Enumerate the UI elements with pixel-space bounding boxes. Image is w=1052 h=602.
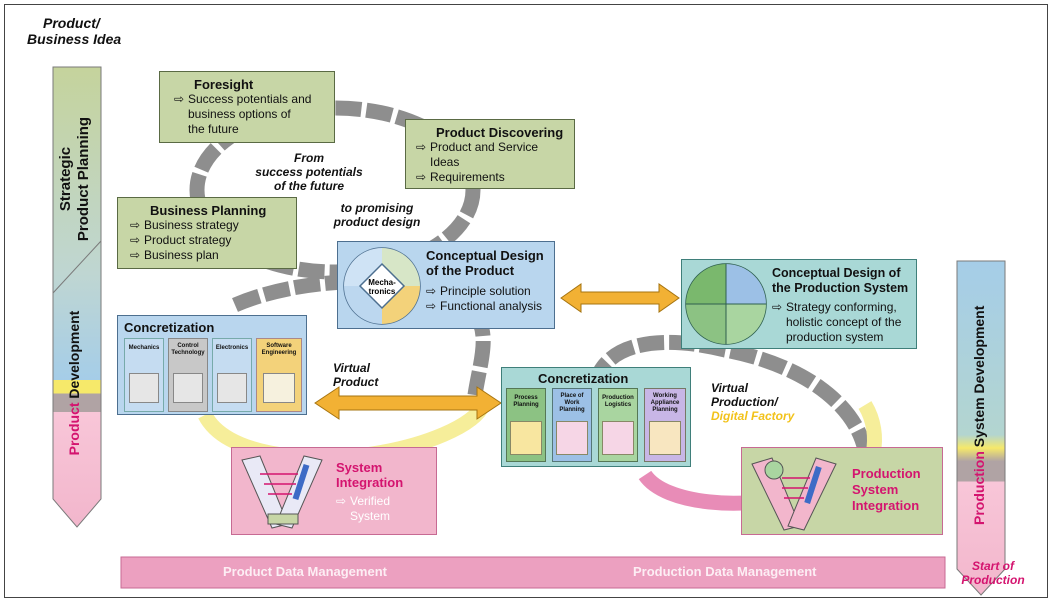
system-integration-title: System Integration bbox=[336, 460, 404, 490]
concretization-control-column: Control Technology bbox=[168, 338, 208, 412]
arrow-icon: ⇨ bbox=[426, 284, 437, 298]
production-cycle-grey bbox=[587, 334, 873, 452]
data-management-bar bbox=[120, 556, 946, 589]
concretization-product-box: Concretization Mechanics Control Technol… bbox=[117, 315, 307, 415]
arrow-icon: ⇨ bbox=[336, 494, 347, 508]
right-phase-chevron bbox=[956, 260, 1006, 596]
double-arrow-conceptual bbox=[560, 283, 680, 313]
digital-factory-label: Digital Factory bbox=[711, 409, 795, 423]
system-integration-items: ⇨Verified System bbox=[336, 494, 391, 523]
planning-cycle bbox=[189, 100, 481, 280]
production-system-integration-title: Production System Integration bbox=[852, 466, 921, 513]
electronics-chip-icon bbox=[217, 373, 247, 403]
concretization-mechanics-column: Mechanics bbox=[124, 338, 164, 412]
arrow-icon: ⇨ bbox=[772, 300, 783, 314]
concretization-software-column: Software Engineering bbox=[256, 338, 302, 412]
mechanics-part-icon bbox=[129, 373, 159, 403]
arrow-icon: ⇨ bbox=[426, 299, 437, 313]
arrow-icon: ⇨ bbox=[130, 233, 141, 247]
business-planning-box: Business Planning ⇨Business strategy ⇨Pr… bbox=[117, 197, 297, 269]
production-logistics-icon bbox=[602, 421, 634, 455]
product-development-label: Product Development bbox=[66, 310, 82, 456]
mechatronics-diamond-icon bbox=[343, 247, 421, 325]
production-system-development-label: Production System Development bbox=[971, 305, 987, 525]
product-data-management-label: Product Data Management bbox=[223, 564, 387, 579]
arrow-icon: ⇨ bbox=[416, 170, 427, 184]
concretization-production-title: Concretization bbox=[538, 371, 629, 386]
business-planning-title: Business Planning bbox=[150, 203, 267, 218]
conceptual-design-production-box: Conceptual Design of the Production Syst… bbox=[681, 259, 917, 349]
virtual-production-label: Virtual Production/ Digital Factory bbox=[711, 381, 795, 423]
system-integration-box: System Integration ⇨Verified System bbox=[231, 447, 437, 535]
arrow-icon: ⇨ bbox=[174, 92, 185, 106]
virtual-product-label: Virtual Product bbox=[333, 361, 379, 389]
product-business-idea-label: Product/ Business Idea bbox=[27, 15, 122, 47]
diagram-frame: Product/ Business Idea Strategic Product… bbox=[4, 4, 1048, 598]
production-data-management-label: Production Data Management bbox=[633, 564, 817, 579]
conceptual-design-production-title: Conceptual Design of the Production Syst… bbox=[772, 266, 909, 295]
concretization-logistics-column: Production Logistics bbox=[598, 388, 638, 462]
concretization-production-box: Concretization Process Planning Place of… bbox=[501, 367, 691, 467]
product-discovering-box: Product Discovering ⇨Product and Service… bbox=[405, 119, 575, 189]
concretization-process-column: Process Planning bbox=[506, 388, 546, 462]
production-v-model-icon bbox=[751, 457, 837, 531]
arrow-icon: ⇨ bbox=[130, 248, 141, 262]
conceptual-design-product-box: Mecha- tronics Conceptual Design of the … bbox=[337, 241, 555, 329]
process-planning-icon bbox=[510, 421, 542, 455]
from-success-potentials-label: From success potentials of the future bbox=[255, 151, 363, 193]
production-system-integration-box: Production System Integration bbox=[741, 447, 943, 535]
start-of-production-label: Start of Production bbox=[961, 559, 1025, 587]
mechatronics-label: Mecha- tronics bbox=[368, 278, 396, 296]
to-promising-product-design-label: to promising product design bbox=[333, 201, 421, 229]
left-phase-chevron bbox=[52, 66, 102, 528]
conceptual-design-product-title: Conceptual Design of the Product bbox=[426, 248, 544, 278]
concretization-electronics-column: Electronics bbox=[212, 338, 252, 412]
concretization-product-title: Concretization bbox=[124, 320, 215, 335]
product-discovering-title: Product Discovering bbox=[436, 125, 564, 140]
foresight-box: Foresight ⇨Success potentials and busine… bbox=[159, 71, 335, 143]
v-model-integration-icon bbox=[241, 455, 323, 529]
software-flowchart-icon bbox=[263, 373, 295, 403]
concretization-appliance-column: Working Appliance Planning bbox=[644, 388, 686, 462]
foresight-title: Foresight bbox=[194, 77, 254, 92]
arrow-icon: ⇨ bbox=[130, 218, 141, 232]
production-quadrant-circle-icon bbox=[685, 263, 767, 345]
strategic-product-planning-label: Strategic Product Planning bbox=[57, 116, 92, 242]
working-appliance-icon bbox=[649, 421, 681, 455]
concretization-place-column: Place of Work Planning bbox=[552, 388, 592, 462]
place-of-work-icon bbox=[556, 421, 588, 455]
arrow-icon: ⇨ bbox=[416, 140, 427, 154]
control-block-icon bbox=[173, 373, 203, 403]
